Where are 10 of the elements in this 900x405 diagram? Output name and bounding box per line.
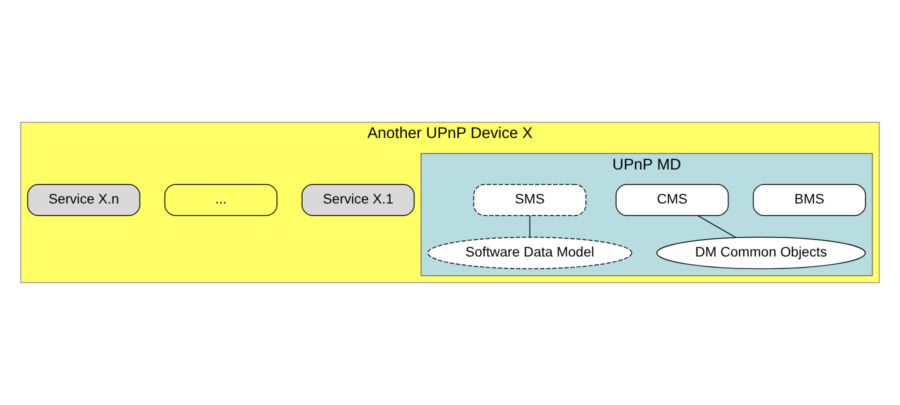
- node-box: Service X.1: [302, 184, 415, 216]
- connector: [529, 215, 530, 238]
- node-box: SMS: [473, 184, 586, 216]
- node-ellipse: DM Common Objects: [656, 236, 866, 270]
- node-box: Service X.n: [27, 184, 140, 216]
- node-ellipse: Software Data Model: [427, 236, 632, 270]
- connector: [697, 215, 736, 238]
- node-box: BMS: [752, 184, 866, 216]
- node-box: ...: [164, 184, 278, 216]
- node-box: CMS: [616, 184, 729, 216]
